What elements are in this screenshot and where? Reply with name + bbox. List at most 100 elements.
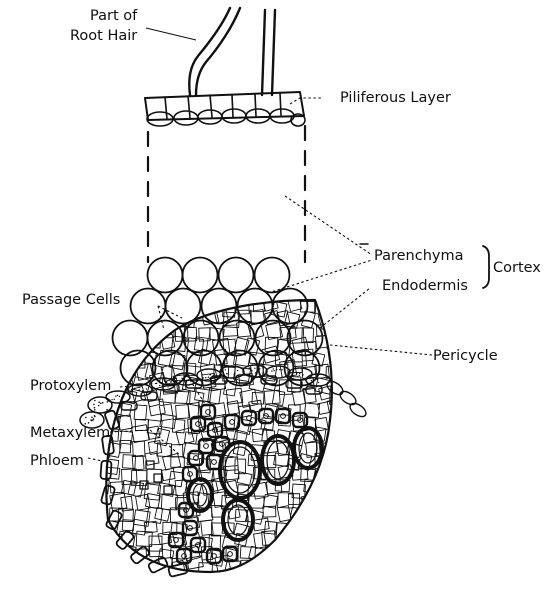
passage-cell-stipple [100, 403, 102, 405]
ground-tissue-cell [197, 576, 210, 589]
ground-tissue-cell [213, 492, 226, 508]
passage-cell-stipple [94, 416, 96, 418]
endodermis-stipple [159, 385, 160, 386]
endodermis-stipple [237, 370, 238, 371]
passage-cell-stipple [91, 417, 93, 419]
endodermis-stipple [226, 373, 227, 374]
ground-tissue-cell [171, 457, 185, 468]
ground-tissue-cell [176, 405, 189, 419]
label-parenchyma: Parenchyma [374, 248, 464, 264]
label-metaxylem: Metaxylem [30, 425, 110, 441]
ground-tissue-cell [131, 470, 147, 485]
endodermis-stipple [274, 370, 275, 371]
passage-cell [88, 397, 112, 413]
ground-tissue-cell [146, 297, 162, 311]
ground-tissue-cell [235, 459, 246, 474]
ground-tissue-cell [221, 574, 236, 589]
endodermis-stipple [114, 399, 115, 400]
ground-tissue-cell [175, 301, 186, 314]
endodermis-stipple [271, 370, 272, 371]
ground-tissue-cell [148, 399, 165, 416]
ground-tissue-cell [301, 522, 314, 536]
ground-tissue-cell [328, 320, 344, 335]
ground-tissue-cell [214, 574, 227, 590]
ground-tissue-cell [104, 340, 120, 355]
endodermis-stipple [117, 395, 118, 396]
parenchyma-cell [148, 258, 183, 293]
ground-tissue-cell [327, 398, 344, 412]
ground-tissue-cell [95, 510, 107, 523]
ground-tissue-cell [95, 559, 110, 573]
ground-tissue-cell [131, 425, 148, 443]
endodermis-stipple [119, 396, 120, 397]
ground-tissue-cell [134, 405, 147, 420]
endodermis-stipple [299, 373, 300, 374]
protoxylem-lumen [196, 422, 201, 427]
label-endodermis: Endodermis [382, 278, 468, 294]
passage-cell-stipple [94, 400, 96, 402]
endodermis-cell [338, 389, 358, 408]
passage-cell-stipple [102, 402, 104, 404]
ground-tissue-cell [327, 561, 340, 574]
label-passage-cells: Passage Cells [22, 292, 120, 308]
ground-tissue-cell [162, 468, 175, 480]
ground-tissue-cell [291, 568, 307, 586]
ground-tissue-cell [260, 571, 273, 587]
ground-tissue-cell [312, 511, 326, 528]
endodermis-stipple [279, 369, 280, 370]
label-piliferous-layer: Piliferous Layer [340, 90, 451, 106]
protoxylem-lumen [204, 444, 209, 449]
ground-tissue-cell [104, 548, 118, 560]
ground-tissue-cell [145, 493, 160, 508]
passage-cell-outline [88, 397, 112, 413]
ground-tissue-cell [329, 432, 342, 445]
endodermis-stipple [167, 386, 168, 387]
ground-tissue-cell [169, 353, 185, 370]
ground-tissue-cell [107, 574, 123, 590]
ground-tissue-cell [265, 543, 280, 558]
parenchyma-cell [131, 289, 166, 324]
endodermis-stipple [318, 382, 319, 383]
ground-tissue-cell [118, 325, 131, 338]
ground-tissue-cell [134, 568, 149, 584]
ground-tissue-cell [96, 547, 112, 561]
ground-tissue-cell [98, 313, 112, 326]
endodermis-stipple [281, 369, 282, 370]
ground-tissue-cell [262, 557, 276, 573]
endodermis-stipple [111, 399, 112, 400]
phloem-cell [164, 486, 172, 494]
cortex-bracket [483, 246, 489, 288]
ground-tissue-cell [117, 571, 133, 586]
ground-tissue-cell [290, 544, 305, 557]
ground-tissue-cell [318, 544, 333, 558]
endodermis-stipple [311, 380, 312, 381]
ground-tissue-cell [314, 556, 329, 569]
label-pericycle: Pericycle [433, 348, 498, 364]
ground-tissue-cell [106, 313, 121, 330]
endodermis-stipple [273, 368, 274, 369]
protoxylem-lumen [228, 552, 233, 557]
ground-tissue-cell [92, 394, 105, 409]
ground-tissue-cell [91, 572, 107, 588]
passage-cell-stipple [94, 407, 96, 409]
ground-tissue-cell [316, 495, 326, 506]
ground-tissue-cell [252, 560, 266, 572]
endodermis-stipple [255, 372, 256, 373]
endodermis-stipple [205, 377, 206, 378]
ground-tissue-cell [304, 503, 320, 517]
endodermis-stipple [181, 378, 182, 379]
ground-tissue-cell [326, 484, 339, 500]
ground-tissue-cell [254, 532, 267, 548]
protoxylem-lumen [212, 460, 217, 465]
ground-tissue-cell [313, 535, 329, 550]
endodermis-stipple [254, 368, 255, 369]
parenchyma-cell [166, 289, 201, 324]
phloem-cell [154, 474, 162, 482]
parenchyma-cell [255, 258, 290, 293]
ground-tissue-cell [211, 297, 224, 309]
passage-cell-stipple [88, 422, 90, 424]
ground-tissue-cell [279, 548, 295, 560]
ground-tissue-cell [91, 524, 103, 537]
ground-tissue-cell [108, 362, 122, 376]
